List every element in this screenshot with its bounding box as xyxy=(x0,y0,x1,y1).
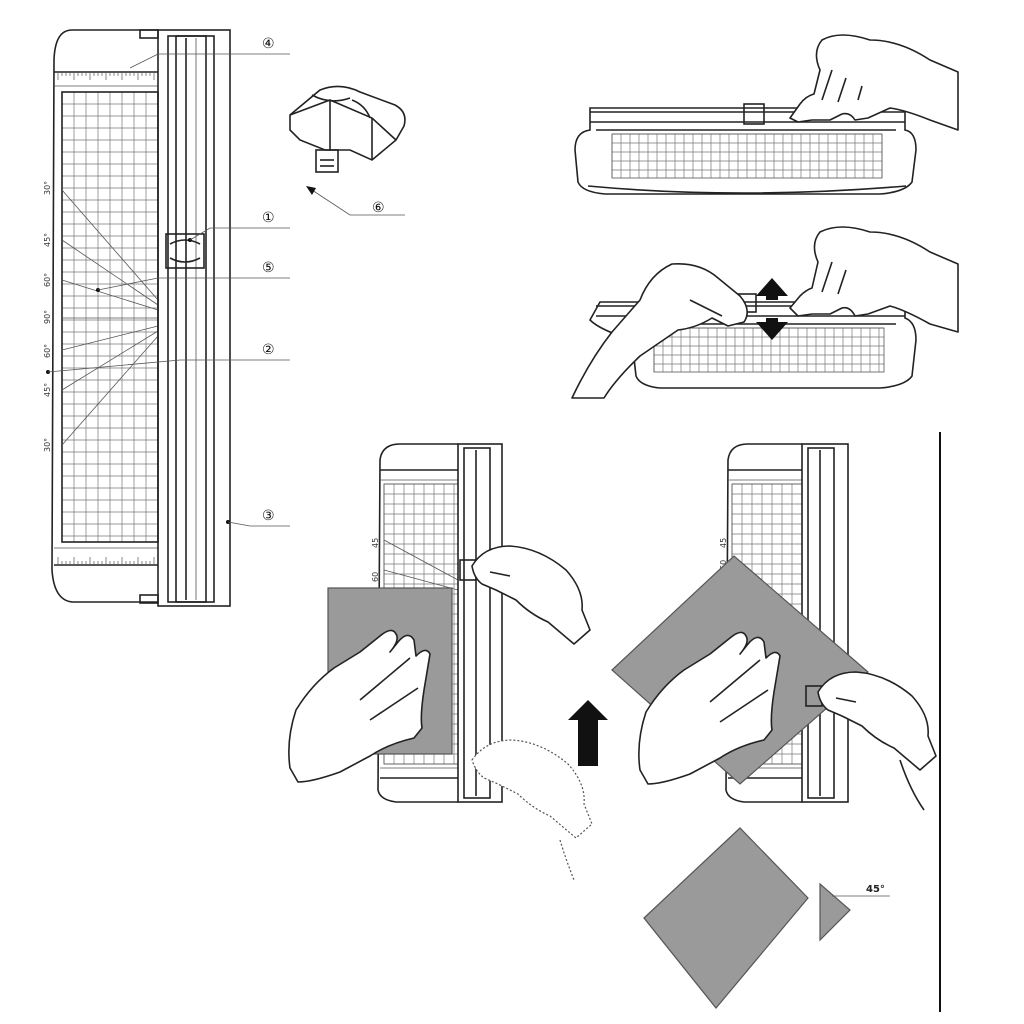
result-main-piece xyxy=(643,827,809,1009)
step4-angle-45: 45 xyxy=(719,538,728,548)
hand-left-step3 xyxy=(288,629,431,783)
hand-right-step3 xyxy=(471,545,591,645)
step-3-straight-cut: 45 60 xyxy=(288,443,608,881)
callout-3: ③ xyxy=(262,508,275,524)
callout-leaders xyxy=(47,53,290,527)
step3-angle-45: 45 xyxy=(371,538,380,548)
angle-label-45-bottom: 45° xyxy=(43,383,52,397)
cutting-rail xyxy=(157,29,231,607)
callout-4: ④ xyxy=(262,36,275,52)
callout-1: ① xyxy=(262,210,275,226)
hand-right-step4 xyxy=(817,671,937,771)
trimmer-base xyxy=(51,29,158,603)
angle-guides xyxy=(61,189,159,446)
rail-step3 xyxy=(457,443,503,803)
step4-angle-60: 60 xyxy=(719,560,728,570)
ruler-ticks xyxy=(57,72,155,565)
step-4-angle-cut: 45 60 xyxy=(611,443,937,811)
callout-2: ② xyxy=(262,342,275,358)
cutting-grid xyxy=(61,91,159,542)
step-2-insert-blade xyxy=(571,226,959,399)
angle-label-45-top: 45° xyxy=(43,233,52,247)
result-cut-triangle xyxy=(819,882,851,942)
cutter-head-step1 xyxy=(743,103,765,125)
hand-right-step2 xyxy=(789,226,959,333)
callout-6: ⑥ xyxy=(372,200,385,216)
up-arrow-icon xyxy=(568,700,608,766)
hand-end-position-step3 xyxy=(471,739,593,839)
angle-label-90: 90° xyxy=(43,310,52,324)
trimmer-top-view: 30° 45° 60° 90° 60° 45° 30° ④ ① xyxy=(43,29,290,607)
hand-left-step2 xyxy=(571,262,748,399)
angle-label-60-top: 60° xyxy=(43,273,52,287)
step-1-lift-blade xyxy=(574,34,959,195)
base-notch-top xyxy=(139,29,159,39)
angle-label-30-top: 30° xyxy=(43,181,52,195)
angle-label-60-bottom: 60° xyxy=(43,344,52,358)
result-cut-pieces: 45° xyxy=(643,827,890,1009)
angle-label-30-bottom: 30° xyxy=(43,438,52,452)
hand-step1 xyxy=(789,34,959,131)
result-angle-label: 45° xyxy=(866,884,885,895)
up-down-arrow-icon xyxy=(756,278,788,340)
hand-left-step4 xyxy=(638,631,781,785)
callout-5: ⑤ xyxy=(262,260,275,276)
cutter-head xyxy=(165,233,205,269)
step3-angle-60: 60 xyxy=(371,572,380,582)
blade-carriage-detail: ⑥ xyxy=(289,85,406,216)
